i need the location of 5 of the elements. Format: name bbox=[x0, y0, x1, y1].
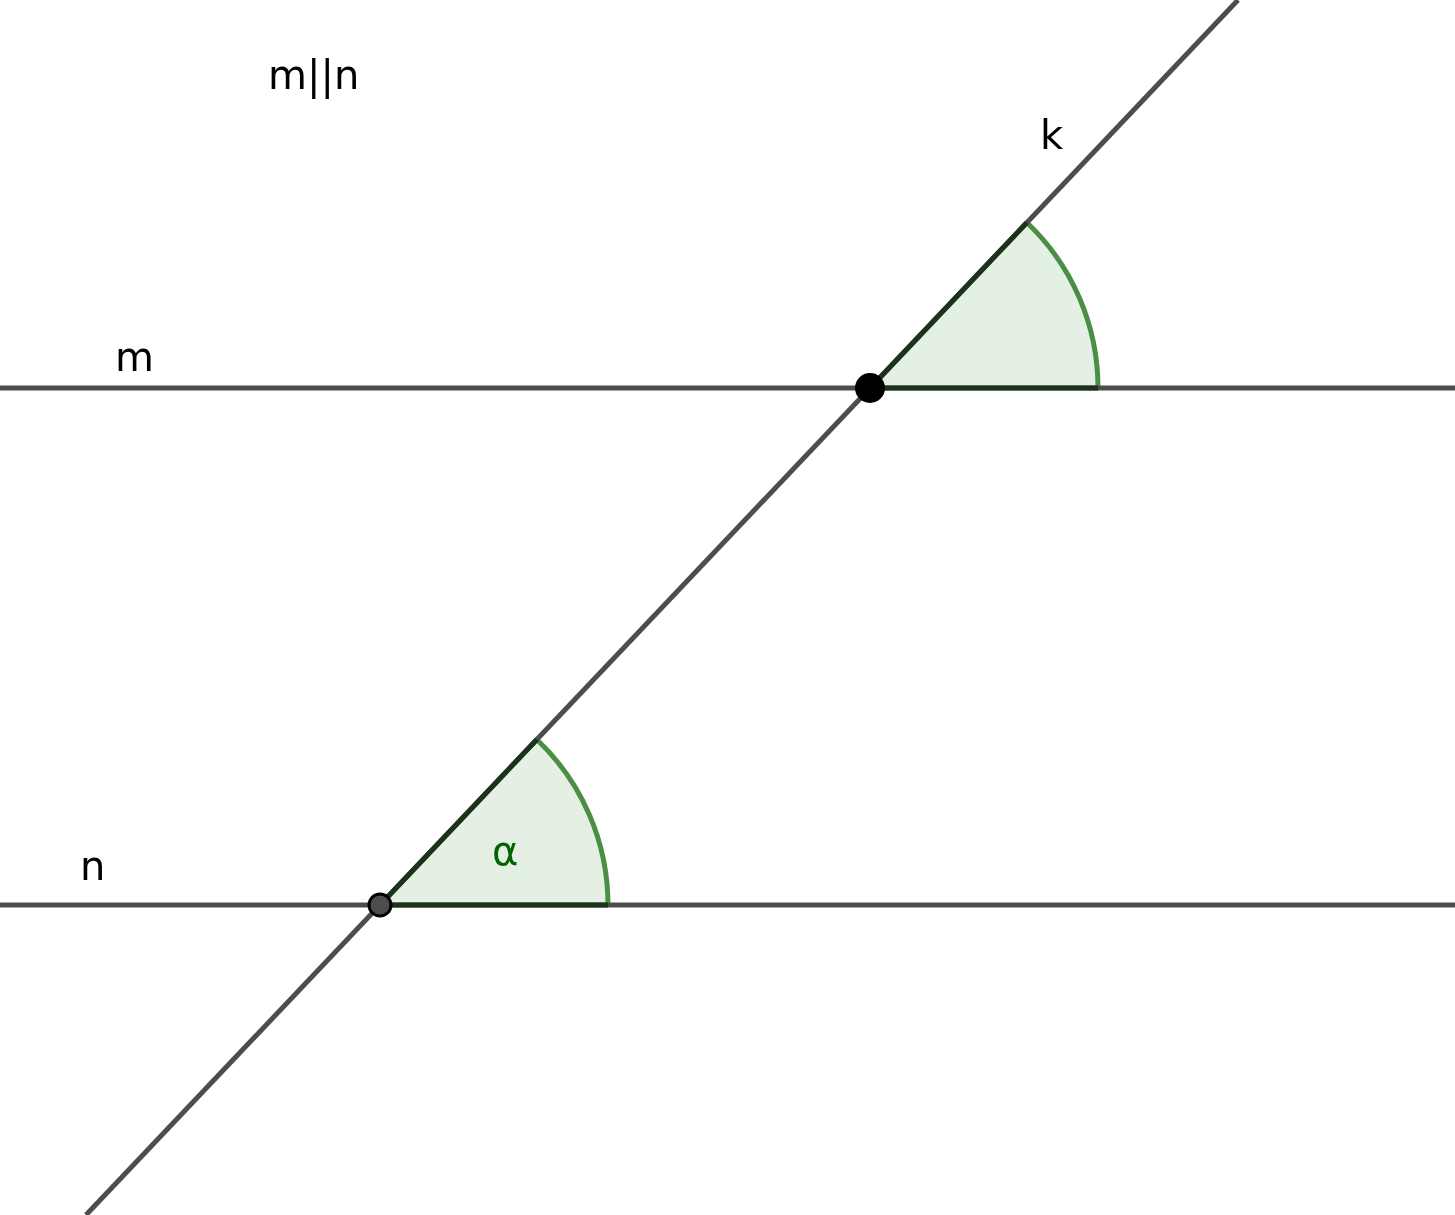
parallel-notation: m||n bbox=[268, 52, 360, 98]
line-label: m bbox=[115, 334, 154, 380]
line-label: n bbox=[80, 843, 106, 889]
angle-label: α bbox=[492, 828, 519, 874]
line-label: k bbox=[1040, 112, 1064, 158]
